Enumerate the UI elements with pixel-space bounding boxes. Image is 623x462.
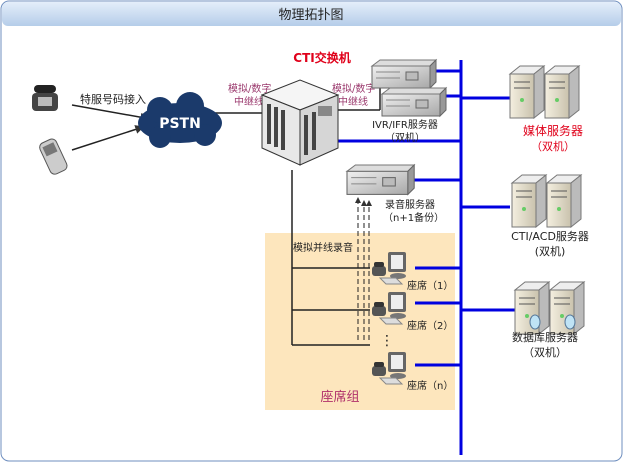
parallel-recording-label: 模拟并线录音 bbox=[293, 241, 353, 254]
diagram-title: 物理拓扑图 bbox=[278, 8, 343, 23]
cti-switch-label: CTI交换机 bbox=[293, 50, 350, 65]
ivr-sublabel: （双机） bbox=[385, 131, 425, 144]
media-server-icon bbox=[509, 65, 580, 119]
title-bar bbox=[2, 2, 621, 26]
trunk-right-line1: 模拟/数字 bbox=[332, 82, 375, 95]
telephone-icon bbox=[32, 85, 58, 111]
cti-acd-server-icon bbox=[511, 174, 582, 228]
trunk-lines bbox=[71, 85, 381, 346]
cti-acd-sublabel: (双机) bbox=[535, 244, 566, 258]
trunk-left-line1: 模拟/数字 bbox=[228, 82, 271, 95]
ivr-label: IVR/IFR服务器 bbox=[372, 118, 438, 131]
pstn-label: PSTN bbox=[159, 116, 201, 132]
recorder-sublabel: （n+1备份） bbox=[383, 211, 444, 224]
trunk-right-line2: 中继线 bbox=[338, 95, 368, 108]
agent-group-label: 座席组 bbox=[320, 389, 359, 405]
media-label: 媒体服务器 bbox=[523, 123, 583, 138]
bus-links bbox=[336, 69, 515, 367]
pstn-cloud: PSTN bbox=[138, 92, 222, 148]
ivr-server-icon bbox=[371, 59, 447, 117]
more-agents-dots: ⋮ bbox=[380, 333, 394, 349]
database-label: 数据库服务器 bbox=[512, 330, 578, 344]
cti-switch bbox=[260, 79, 340, 166]
database-server-icon bbox=[514, 281, 585, 335]
recorder-label: 录音服务器 bbox=[385, 198, 435, 211]
agent-label: 座席（2） bbox=[407, 319, 453, 332]
recording-server-icon bbox=[346, 164, 415, 195]
cti-acd-label: CTI/ACD服务器 bbox=[511, 230, 589, 243]
database-sublabel: （双机） bbox=[523, 345, 567, 359]
trunk-left-line2: 中继线 bbox=[234, 95, 264, 108]
access-label: 特服号码接入 bbox=[80, 92, 146, 106]
recording-dashed-lines bbox=[355, 197, 372, 340]
mobile-phone-icon bbox=[39, 138, 68, 175]
media-sublabel: （双机） bbox=[531, 139, 575, 153]
agent-label: 座席（n） bbox=[407, 379, 453, 392]
agent-group-area bbox=[265, 233, 455, 410]
agent-label: 座席（1） bbox=[407, 279, 453, 292]
